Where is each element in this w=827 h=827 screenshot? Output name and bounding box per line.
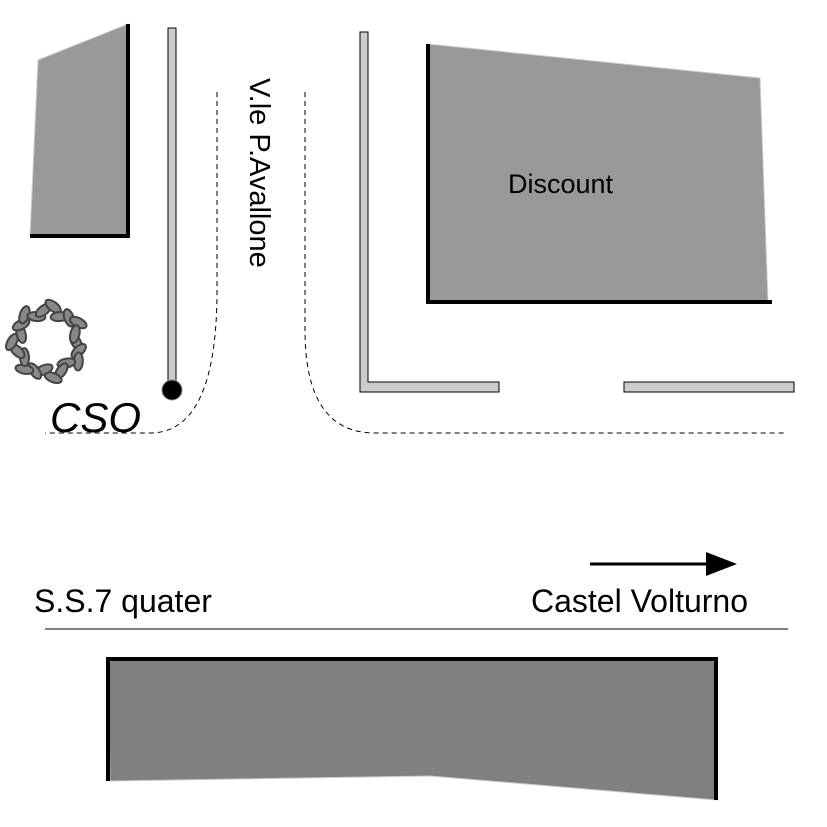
arrow-right-icon — [590, 552, 737, 576]
building-bottom — [106, 657, 718, 801]
street-label: V.le P.Avallone — [243, 78, 275, 268]
direction-label: Castel Volturno — [531, 583, 748, 619]
wall-right-l — [359, 31, 500, 393]
wall-left — [161, 27, 183, 401]
curb-right — [304, 92, 785, 434]
discount-label: Discount — [508, 169, 614, 199]
building-top-left — [29, 23, 130, 238]
tree-icon — [5, 298, 88, 384]
wall-right-segment — [623, 381, 795, 393]
tree-leaf — [69, 324, 81, 344]
curb-left — [45, 92, 218, 434]
building-discount: Discount — [426, 43, 772, 304]
cso-label: CSO — [50, 394, 141, 441]
highway-label: S.S.7 quater — [34, 583, 212, 619]
